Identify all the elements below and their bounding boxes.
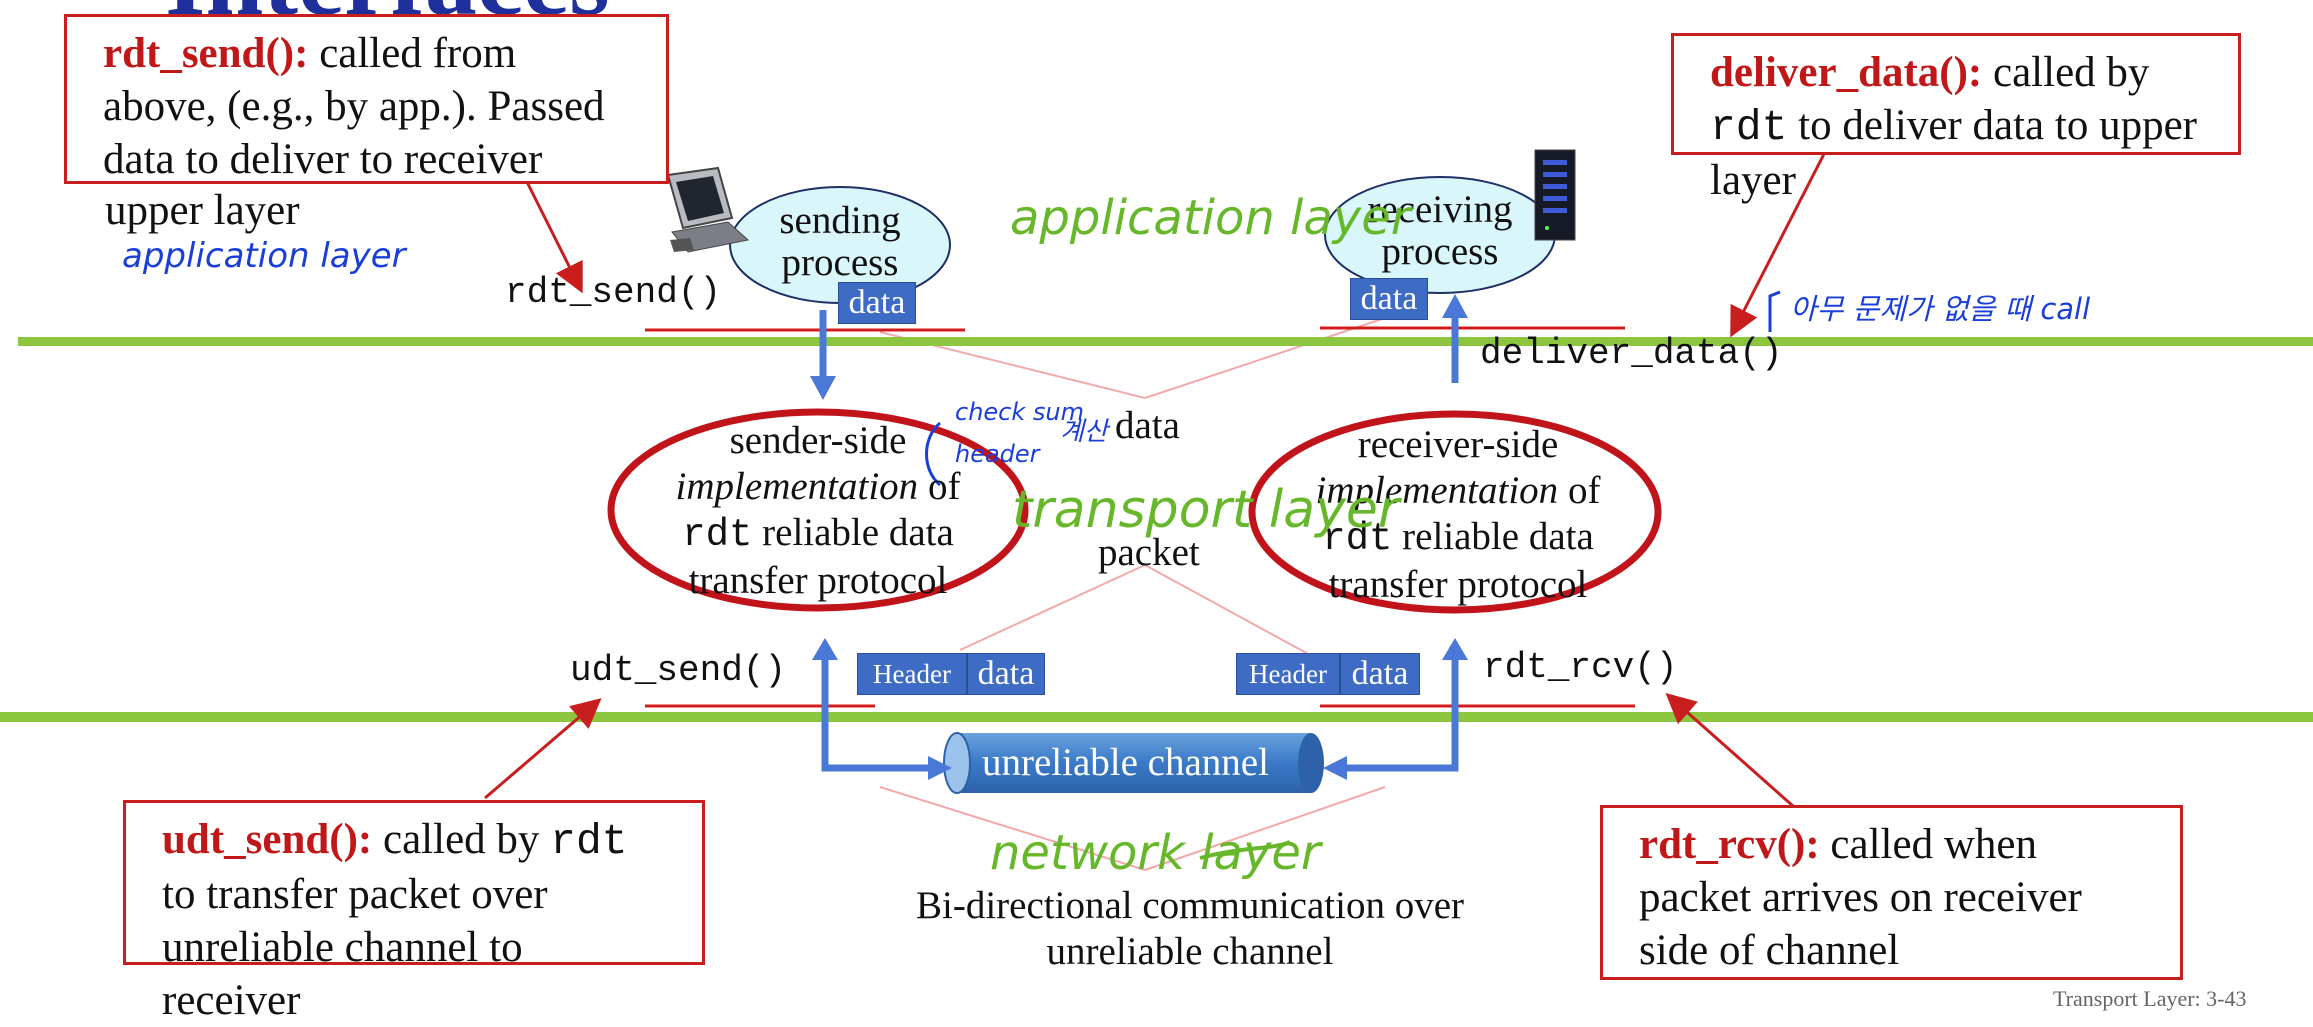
data-tag-receiver: data — [1350, 278, 1428, 320]
data-tag-packet-receiver: data — [1340, 653, 1420, 695]
udt-send-function: udt_send() — [570, 650, 787, 691]
korean-call-note: 아무 문제가 없을 때 call — [1790, 292, 2091, 326]
packet-label: packet — [1098, 531, 1200, 574]
unreliable-channel-cylinder — [943, 732, 1324, 794]
rdt-send-keyword: rdt_send(): — [103, 30, 309, 77]
checksum-note: check sum — [955, 398, 1084, 426]
rdt-send-function: rdt_send() — [505, 272, 722, 313]
sender-side-ellipse — [607, 408, 1029, 612]
computer-icon — [666, 166, 750, 253]
compute-note: 계산 — [1060, 417, 1108, 447]
receiver-side-ellipse — [1248, 410, 1662, 614]
upper-layer-line — [18, 337, 2313, 346]
lower-layer-line — [0, 712, 2313, 722]
rdt-rcv-callout: rdt_rcv(): called when packet arrives on… — [1600, 805, 2183, 980]
udt-send-code: rdt — [550, 817, 628, 866]
diagram-graphics — [0, 149, 2313, 871]
rdt-send-callout-overflow: upper layer — [105, 187, 300, 234]
bidirectional-label: Bi-directional communication over unreli… — [916, 884, 1464, 973]
header-tag-receiver: Header — [1236, 653, 1340, 695]
header-note: header — [955, 440, 1040, 468]
green-underline-stroke — [1199, 840, 1291, 860]
data-label: data — [1115, 404, 1180, 447]
footer-label: Transport Layer: 3-43 — [2053, 986, 2247, 1011]
rdt-rcv-keyword: rdt_rcv(): — [1639, 821, 1820, 868]
deliver-data-function: deliver_data() — [1480, 333, 1783, 374]
deliver-data-code: rdt — [1710, 103, 1788, 152]
rdt-send-description: called from above, (e.g., by app.). Pass… — [103, 30, 605, 183]
udt-send-callout: udt_send(): called by rdt to transfer pa… — [123, 800, 705, 1024]
network-layer-note: network layer — [990, 825, 1321, 881]
application-layer-blue-note: application layer — [122, 236, 406, 276]
rdt-send-callout: rdt_send(): called from above, (e.g., by… — [64, 14, 669, 184]
sending-process-label: sending process — [779, 199, 901, 284]
data-tag-sender: data — [838, 282, 916, 324]
header-tag-sender: Header — [857, 653, 967, 695]
rdt-rcv-function: rdt_rcv() — [1483, 647, 1678, 688]
transport-layer-note: transport layer — [1012, 480, 1400, 540]
blue-bracket — [925, 421, 942, 487]
unreliable-channel-label: unreliable channel — [982, 741, 1269, 784]
data-tag-packet-sender: data — [967, 653, 1045, 695]
deliver-data-callout: deliver_data(): called by rdt to deliver… — [1671, 33, 2241, 204]
blue-korean-bracket — [1768, 290, 1781, 332]
udt-send-keyword: udt_send(): — [162, 816, 373, 863]
receiver-side-label: receiver-side implementation of rdt reli… — [1315, 423, 1601, 606]
receiving-process-label: receiving process — [1367, 188, 1513, 273]
application-layer-green-note: application layer — [1010, 190, 1411, 246]
server-icon — [1534, 149, 1576, 241]
sender-side-label: sender-side implementation of rdt reliab… — [675, 419, 961, 602]
deliver-data-keyword: deliver_data(): — [1710, 49, 1983, 96]
